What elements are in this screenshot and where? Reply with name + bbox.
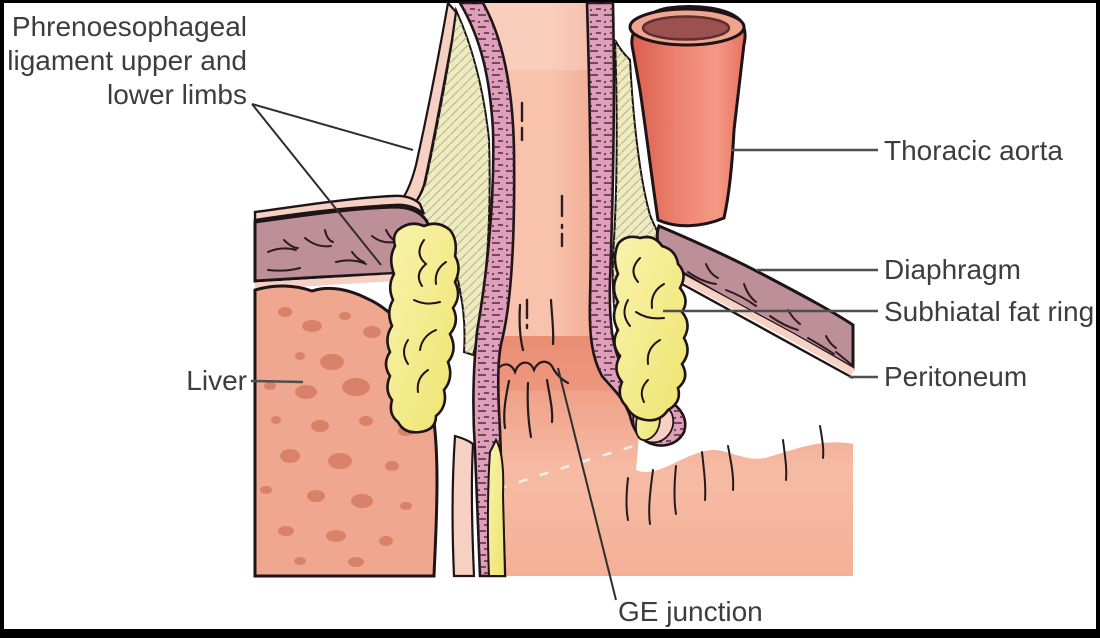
fascia-lower-left [451, 434, 476, 578]
leader-phreno-lower [251, 103, 382, 266]
subhiatal-fat-left [384, 222, 460, 434]
pointer-lines [251, 103, 617, 601]
leader-liver [250, 379, 304, 384]
label-ge-junction: GE junction [618, 596, 763, 627]
submucosa-fat-sliver [486, 437, 507, 577]
label-subhiatal-fat-ring: Subhiatal fat ring [884, 296, 1095, 327]
esophagus-wall-left [451, 1, 516, 578]
aorta-lumen [641, 15, 731, 41]
label-phrenoesophageal-ligament: Phrenoesophageal ligament upper and lowe… [7, 11, 247, 110]
phrenoesophageal-lower-limb [253, 194, 426, 222]
ge-junction-folds [490, 298, 570, 439]
subhiatal-fat-right [612, 235, 689, 422]
label-diaphragm: Diaphragm [884, 254, 1021, 285]
thoracic-aorta [628, 5, 747, 228]
leader-phreno-upper [251, 103, 414, 151]
z-line-dashed [497, 410, 749, 491]
leader-ge-junction [557, 367, 617, 601]
label-peritoneum: Peritoneum [884, 361, 1028, 392]
stomach-rugae [625, 425, 825, 525]
label-leader-lines [250, 148, 878, 384]
label-liver: Liver [186, 365, 247, 396]
label-thoracic-aorta: Thoracic aorta [884, 135, 1063, 166]
